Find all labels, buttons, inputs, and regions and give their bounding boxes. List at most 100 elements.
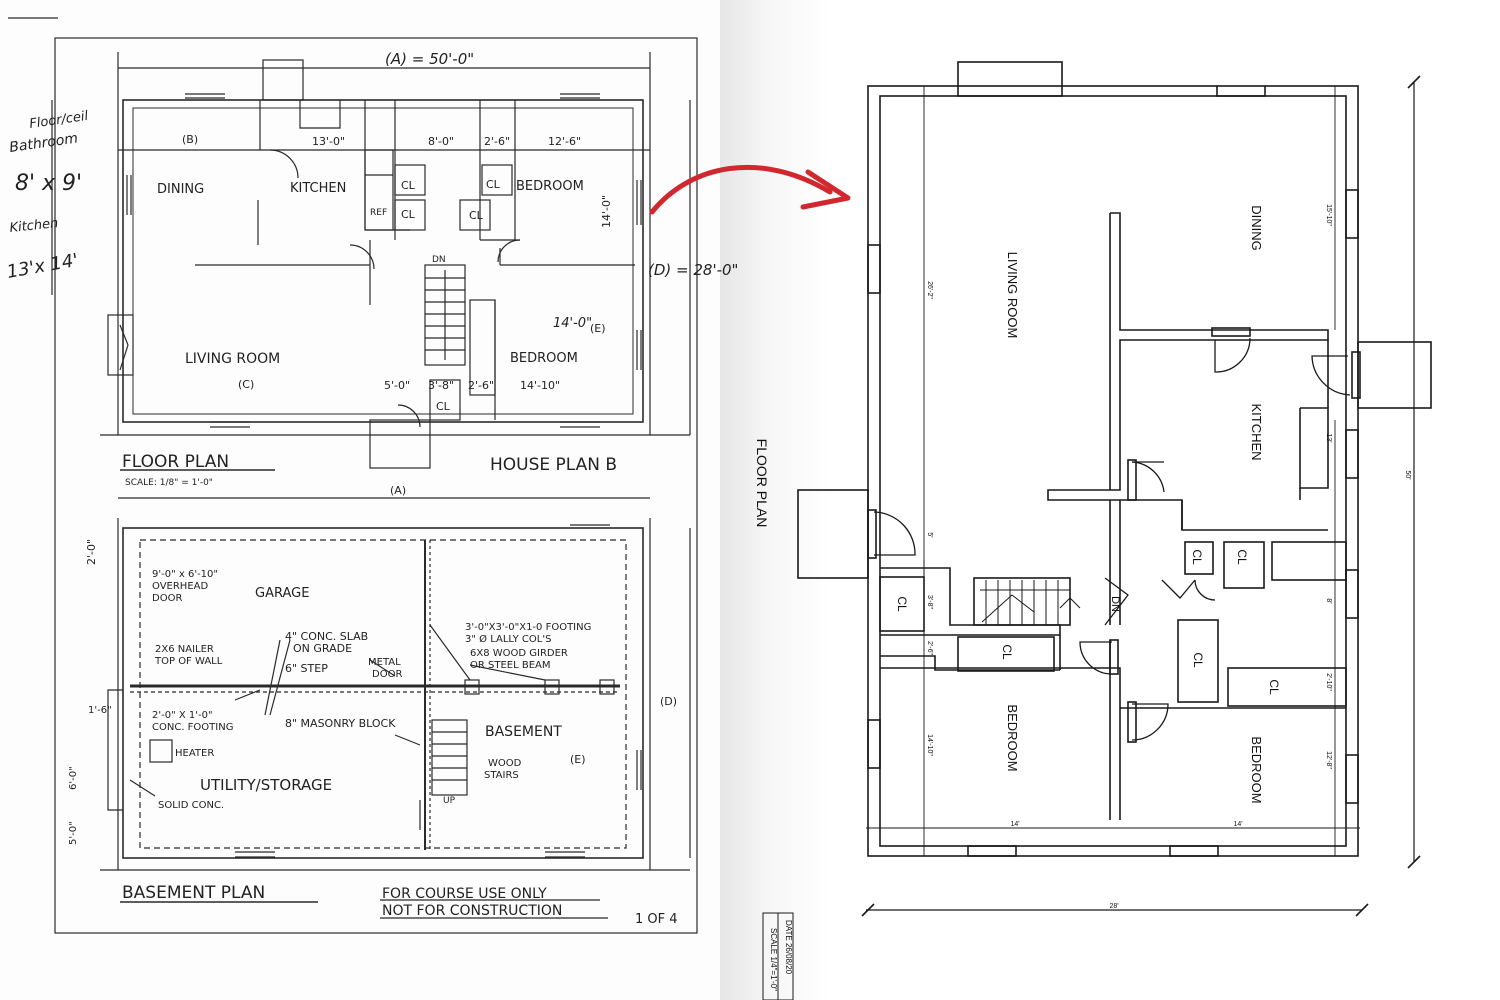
fp-kitchen: KITCHEN xyxy=(290,181,346,196)
bp-nailer-1: 2X6 NAILER xyxy=(155,644,214,655)
cad-dim-14-10: 14'-10" xyxy=(926,734,933,756)
bp-wood-2: STAIRS xyxy=(484,770,519,781)
fp-dim-14-10: 14'-10" xyxy=(520,379,560,392)
fp-scale: SCALE: 1/8" = 1'-0" xyxy=(125,478,213,488)
bp-girder-1: 6X8 WOOD GIRDER xyxy=(470,648,568,659)
cad-dim-5: 5' xyxy=(926,532,933,537)
cad-dim-2-10: 2'-10" xyxy=(1325,673,1332,691)
cad-dim-15-10: 15'-10" xyxy=(1325,204,1332,226)
cad-title-scale: SCALE 1/4"=1'-0" xyxy=(769,928,778,991)
note-bath-size: 8' x 9' xyxy=(15,171,82,196)
cad-dining: DINING xyxy=(1249,205,1264,251)
bp-title: BASEMENT PLAN xyxy=(122,883,265,903)
fp-dim-depth: (D) = 28'-0" xyxy=(648,261,738,279)
bp-course-2: NOT FOR CONSTRUCTION xyxy=(382,903,562,919)
fp-bedroom-1: BEDROOM xyxy=(516,179,584,194)
cad-dim-13: 13' xyxy=(1325,433,1332,442)
cad-title-date: DATE 26/08/20 xyxy=(784,920,793,975)
sheet-border xyxy=(54,37,698,934)
arrow-head-icon xyxy=(800,169,851,210)
floor-plan-outline xyxy=(122,99,644,423)
fp-dining: DINING xyxy=(157,182,204,197)
fp-title: FLOOR PLAN xyxy=(122,452,229,472)
cad-living-room: LIVING ROOM xyxy=(1005,252,1020,339)
fp-dim-14a: 14'-0" xyxy=(600,195,613,228)
fp-dim-5: 5'-0" xyxy=(384,379,410,392)
cad-dim-2-6: 2'-6" xyxy=(926,641,933,655)
bp-garage: GARAGE xyxy=(255,586,309,601)
fp-cl-3: CL xyxy=(486,178,501,191)
cad-kitchen: KITCHEN xyxy=(1249,403,1264,460)
fp-dim-8: 8'-0" xyxy=(428,135,454,148)
bp-basement: BASEMENT xyxy=(485,724,562,740)
cad-dim-50: 50' xyxy=(1404,470,1411,479)
cad-outer-wall xyxy=(867,85,1359,857)
bp-footing-2: 3" Ø LALLY COL'S xyxy=(465,633,551,645)
bp-step: 6" STEP xyxy=(285,662,328,675)
fp-label-e: (E) xyxy=(590,322,606,335)
fp-label-b: (B) xyxy=(182,133,198,146)
bp-footing-1: 3'-0"X3'-0"X1-0 FOOTING xyxy=(465,622,591,633)
fp-cl-4: CL xyxy=(469,209,484,222)
fp-dn: DN xyxy=(432,255,446,265)
bp-heater: HEATER xyxy=(175,748,214,759)
bp-solid: SOLID CONC. xyxy=(158,800,224,811)
bp-label-d: (D) xyxy=(660,695,677,708)
bp-overhead-1: 9'-0" x 6'-10" xyxy=(152,569,218,580)
bp-metal-2: DOOR xyxy=(372,669,402,680)
cad-bedroom-1: BEDROOM xyxy=(1005,704,1020,771)
bp-dim-6: 6'-0" xyxy=(68,766,79,790)
cad-bedroom-2: BEDROOM xyxy=(1249,736,1264,803)
fp-dim-width: (A) = 50'-0" xyxy=(385,50,474,68)
bp-wood-1: WOOD xyxy=(488,758,522,769)
fp-house-plan: HOUSE PLAN B xyxy=(490,455,617,475)
fp-dim-3-8: 3'-8" xyxy=(428,379,454,392)
fp-cl-5: CL xyxy=(436,400,451,413)
bp-dim-1-6: 1'-6" xyxy=(88,705,112,716)
cad-dim-12-8: 12'-8" xyxy=(1325,751,1332,769)
bp-utility: UTILITY/STORAGE xyxy=(200,776,332,794)
bp-foot2-1: 2'-0" X 1'-0" xyxy=(152,710,213,721)
bp-sheet-number: 1 OF 4 xyxy=(635,912,678,927)
bp-label-a: (A) xyxy=(390,484,406,497)
fp-bedroom-2: BEDROOM xyxy=(510,351,578,366)
bp-up: UP xyxy=(443,796,456,806)
cad-cl-4: CL xyxy=(1000,644,1014,660)
cad-title: FLOOR PLAN xyxy=(754,439,770,528)
bp-slab-1: 4" CONC. SLAB xyxy=(285,630,368,643)
bp-slab-2: ON GRADE xyxy=(293,642,352,655)
fp-living-room: LIVING ROOM xyxy=(185,351,280,367)
cad-cl-6: CL xyxy=(1267,679,1281,695)
bp-overhead-3: DOOR xyxy=(152,593,182,604)
fp-dim-14b: 14'-0" xyxy=(553,316,592,331)
bp-girder-2: OR STEEL BEAM xyxy=(470,660,551,671)
cad-cl-5: CL xyxy=(1191,652,1205,668)
sketch-page xyxy=(0,0,720,1000)
cad-dim-14a: 14' xyxy=(1010,821,1019,828)
cad-cl-1: CL xyxy=(1190,549,1204,565)
cad-dim-8: 8' xyxy=(1325,598,1332,603)
bp-nailer-2: TOP OF WALL xyxy=(154,656,223,667)
cad-dim-26-2: 26'-2" xyxy=(926,281,933,299)
fp-cl-1: CL xyxy=(401,179,416,192)
bp-masonry: 8" MASONRY BLOCK xyxy=(285,717,396,730)
cad-cl-2: CL xyxy=(1235,549,1249,565)
arrow-curve xyxy=(649,164,833,215)
note-kitchen: Kitchen xyxy=(9,216,59,236)
fp-dim-12-6: 12'-6" xyxy=(548,135,581,148)
bp-dim-2: 2'-0" xyxy=(85,539,98,565)
fp-dim-2-6b: 2'-6" xyxy=(468,379,494,392)
bp-metal-1: METAL xyxy=(368,657,401,668)
fp-cl-2: CL xyxy=(401,208,416,221)
cad-dn: DN xyxy=(1109,596,1121,612)
bp-overhead-2: OVERHEAD xyxy=(152,581,208,592)
cad-dim-14b: 14' xyxy=(1233,821,1242,828)
bp-label-e: (E) xyxy=(570,753,586,766)
cad-cl-3: CL xyxy=(895,596,909,612)
bp-foot2-2: CONC. FOOTING xyxy=(152,722,233,733)
fp-ref: REF xyxy=(370,208,387,218)
bp-course-1: FOR COURSE USE ONLY xyxy=(382,886,547,902)
cad-dim-3-8: 3'-8" xyxy=(926,595,933,609)
